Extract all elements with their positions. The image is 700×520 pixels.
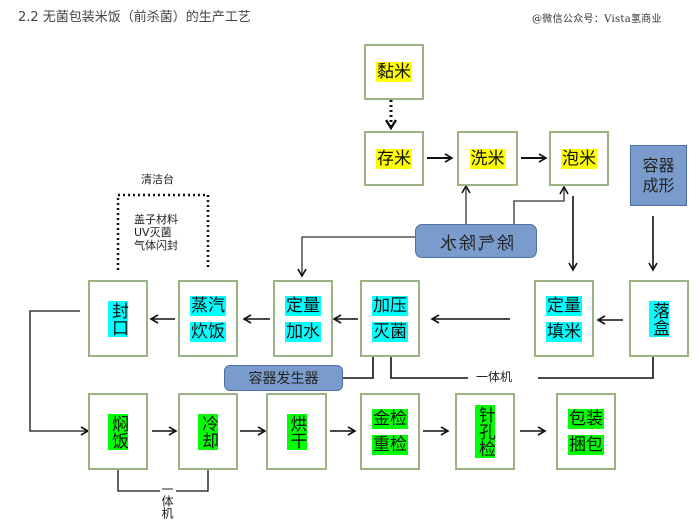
integrated-machine-label-top: 一体机 [476, 370, 513, 384]
node-label: 存米 [376, 148, 412, 169]
node-luohe: 落盒 [629, 280, 689, 357]
node-label: 落盒 [649, 300, 669, 337]
node-label: 烘干 [286, 413, 307, 450]
node-baozhuang-kunbao: 包装 捆包 [556, 393, 616, 470]
node-label: 焖饭 [108, 413, 128, 450]
node-paomi: 泡米 [549, 131, 609, 186]
node-jinjian-zhongjian: 金检 重检 [360, 393, 420, 470]
clean-table-label: 清洁台 [141, 173, 174, 186]
integrated-machine-top-left [390, 357, 468, 379]
node-nianmi: 黏米 [364, 44, 424, 100]
integrated-machine-bottom-left [117, 470, 160, 492]
arrow-water-jiashui [297, 236, 415, 278]
node-label-line1: 金检 [372, 408, 408, 429]
node-label-line2: 重检 [372, 434, 408, 455]
node-label: 针孔检 [475, 405, 495, 458]
clean-note-3: 气体闪封 [134, 239, 178, 252]
page-title: 2.2 无菌包装米饭（前杀菌）的生产工艺 [18, 10, 251, 25]
node-label-line2: 捆包 [568, 434, 604, 455]
node-label-line2: 加水 [285, 321, 321, 342]
node-menfan: 焖饭 [88, 393, 148, 470]
node-label: 冷却 [198, 413, 218, 450]
node-ximi: 洗米 [457, 131, 518, 186]
node-label: 黏米 [376, 62, 412, 82]
node-honggan: 烘干 [266, 393, 327, 470]
container-generator-link [343, 357, 374, 379]
clean-table-frame [116, 193, 210, 270]
node-lengque: 冷却 [178, 393, 238, 470]
node-chuqi-chushui: 除气除水 [415, 224, 537, 258]
node-label-line1: 定量 [285, 295, 321, 316]
integrated-machine-label-bottom: 一体机 [160, 483, 174, 519]
integrated-machine-top-right [538, 357, 654, 379]
node-cunmi: 存米 [364, 131, 424, 186]
integrated-machine-bottom-right [176, 470, 209, 492]
node-zhenkongjian: 针孔检 [455, 393, 515, 470]
node-label: 泡米 [561, 148, 597, 169]
node-label-line2: 炊饭 [190, 321, 226, 342]
watermark: @微信公众号：Vista氢商业 [532, 14, 662, 25]
node-label-line2: 填米 [546, 321, 582, 342]
node-rongqi-chengxing: 容器成形 [630, 145, 687, 206]
node-label: 容器成形 [642, 155, 675, 195]
node-label-line1: 加压 [372, 295, 408, 316]
node-dingliang-jiashui: 定量 加水 [273, 280, 333, 357]
node-label: 除气除水 [438, 233, 514, 254]
node-zhengqi-chuifan: 蒸汽 炊饭 [178, 280, 238, 357]
clean-note-2: UV灭菌 [134, 226, 172, 239]
clean-note-1: 盖子材料 [134, 213, 178, 226]
node-label-line1: 蒸汽 [190, 295, 226, 316]
node-jiaya-miejun: 加压 灭菌 [360, 280, 420, 357]
node-dingliang-tianmi: 定量 填米 [534, 280, 594, 357]
arrow-fengkou-menfan [29, 310, 90, 436]
node-label-line1: 定量 [546, 295, 582, 316]
node-label: 容器发生器 [248, 371, 319, 387]
node-label: 封口 [108, 300, 128, 337]
node-rongqi-fashengqi: 容器发生器 [224, 365, 343, 391]
arrow-water-paomi [513, 185, 569, 224]
node-label-line2: 灭菌 [372, 321, 408, 342]
node-fengkou: 封口 [88, 280, 148, 357]
node-label-line1: 包装 [568, 408, 604, 429]
node-label: 洗米 [469, 148, 506, 169]
